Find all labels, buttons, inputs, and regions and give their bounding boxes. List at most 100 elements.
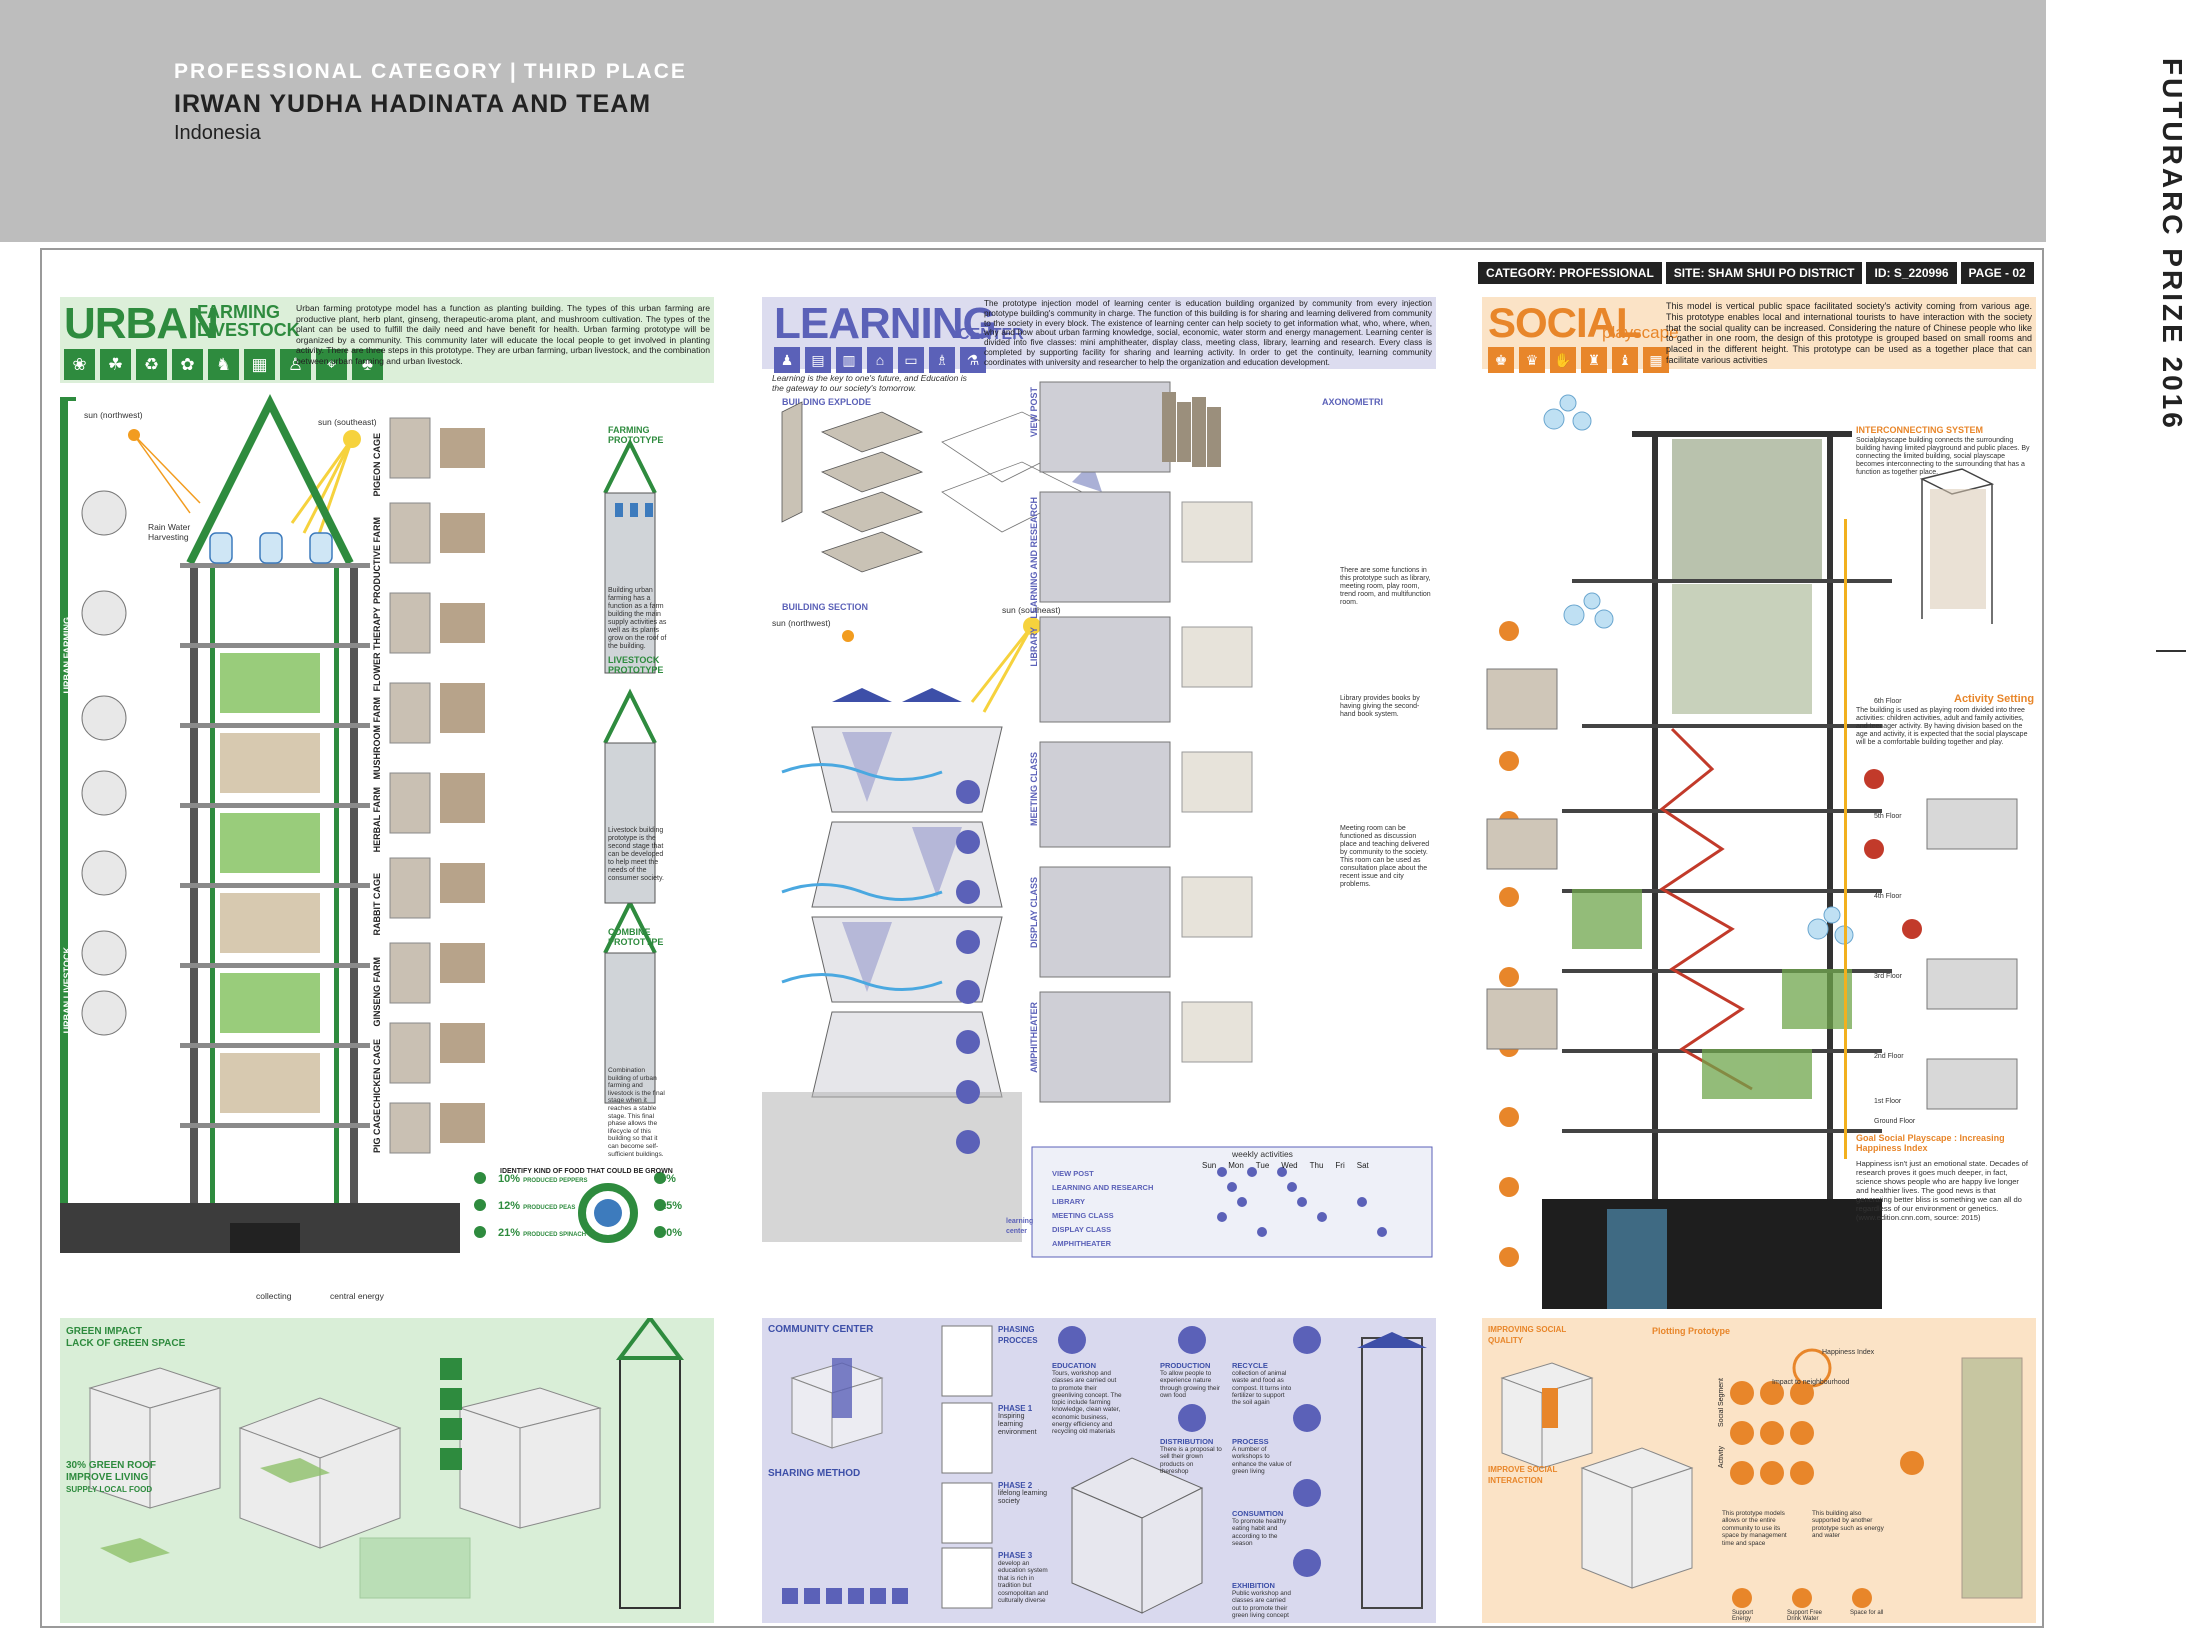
urban-sun-se: sun (southeast) — [318, 417, 377, 427]
social-title: SOCIAL — [1488, 299, 1642, 346]
support-water: Support Free Drink Water — [1787, 1610, 1823, 1622]
class-label-amphi: AMPHITHEATER — [1029, 1002, 1039, 1073]
activity-label: Activity — [1718, 1446, 1725, 1469]
class-label-display: DISPLAY CLASS — [1029, 877, 1039, 949]
edu-production: PRODUCTION — [1160, 1361, 1211, 1370]
kids-icon: ♛ — [1519, 347, 1545, 373]
urban-side-livestock: URBAN LIVESTOCK — [62, 947, 72, 1034]
award-category: PROFESSIONAL CATEGORY|THIRD PLACE — [174, 60, 687, 83]
sprout-icon: ✿ — [172, 349, 203, 380]
farm-label-pigeon: PIGEON CAGE — [372, 433, 382, 497]
teen-icon: ♝ — [1612, 347, 1638, 373]
farm-label-flower: FLOWER THERAPY — [372, 607, 382, 692]
activity-setting-label: Activity Setting — [1954, 693, 2035, 705]
farmer-icon: ♙ — [280, 349, 311, 380]
edu-distribution-text: There is a proposal to sell their grown … — [1160, 1446, 1222, 1475]
phase-2-text: lifelong learning society — [998, 1490, 1048, 1505]
plant-icon: ❀ — [64, 349, 95, 380]
community-center-title: COMMUNITY CENTER — [768, 1324, 874, 1335]
social-segment-label: Social Segment — [1718, 1378, 1725, 1428]
day-wed: Wed — [1281, 1161, 1298, 1170]
schedule-row: DISPLAY CLASS — [1052, 1225, 1112, 1234]
meta-category: CATEGORY: PROFESSIONAL — [1478, 262, 1662, 284]
plotting-prototype: Plotting Prototype — [1652, 1326, 1730, 1336]
edu-education-text: Tours, workshop and classes are carried … — [1052, 1370, 1122, 1436]
urban-collecting: collecting — [256, 1291, 292, 1301]
edu-consumtion: CONSUMTION — [1232, 1509, 1284, 1518]
community-drawing — [782, 1325, 1427, 1614]
urban-section-drawing — [60, 394, 666, 1253]
floor-4: 4th Floor — [1874, 893, 1902, 900]
phase-2: PHASE 2 — [998, 1481, 1033, 1490]
learning-panel: LEARNING CENTER ♟ ▤ ▥ ⌂ ▭ ♗ ⚗ The protot… — [762, 297, 1436, 1312]
day-sun: Sun — [1202, 1161, 1217, 1170]
book-icon: ▤ — [805, 347, 831, 373]
improve-living-label: IMPROVE LIVING — [66, 1472, 149, 1483]
edu-recycle-text: collection of animal waste and food as c… — [1232, 1370, 1292, 1407]
axonometri-label: AXONOMETRI — [1322, 397, 1384, 407]
sharing-method-title: SHARING METHOD — [768, 1468, 861, 1479]
country: Indonesia — [174, 122, 261, 144]
identify-food-label: IDENTIFY KIND OF FOOD THAT COULD BE GROW… — [500, 1168, 673, 1175]
learning-quote: Learning is the key to one's future, and… — [772, 373, 967, 393]
stat-spinach: 21% PRODUCED SPINACH — [498, 1227, 587, 1239]
livestock-prototype-label: LIVESTOCK PROTOTYPE — [608, 655, 664, 675]
social-subtitle: playscape — [1602, 323, 1679, 342]
social-bottom-drawing — [1500, 1348, 2023, 1608]
edu-distribution: DISTRIBUTION — [1160, 1437, 1214, 1446]
class-label-library: LIBRARY — [1029, 627, 1039, 667]
schedule-days: Sun Mon Tue Wed Thu Fri Sat — [1202, 1161, 1369, 1170]
floor-2: 2nd Floor — [1874, 1053, 1904, 1060]
day-fri: Fri — [1335, 1161, 1345, 1170]
lack-green-space: LACK OF GREEN SPACE — [66, 1338, 186, 1349]
livestock-prototype-text: Livestock building prototype is the seco… — [608, 827, 664, 882]
prototype-text-2: This building also supported by another … — [1812, 1510, 1884, 1540]
farming-prototype-label: FARMING PROTOTYPE — [608, 425, 664, 445]
urban-subtitle-farming: FARMING — [197, 302, 280, 322]
class-label-research: LEARNING AND RESEARCH — [1029, 497, 1039, 619]
schedule-row: LEARNING AND RESEARCH — [1052, 1183, 1154, 1192]
farming-prototype-text: Building urban farming has a function as… — [608, 587, 667, 650]
edu-education: EDUCATION — [1052, 1361, 1097, 1370]
schedule-rows: VIEW POST LEARNING AND RESEARCH LIBRARY … — [1052, 1167, 1153, 1251]
urban-panel: URBAN FARMING LIVESTOCK ❀ ☘ ♻ ✿ ♞ ▦ ♙ ⌖ … — [60, 297, 714, 1312]
urban-rain: Rain Water Harvesting — [148, 522, 191, 542]
family-icon: ♚ — [1488, 347, 1514, 373]
activity-setting-text: The building is used as playing room div… — [1856, 707, 2028, 746]
supply-food-label: SUPPLY LOCAL FOOD — [66, 1485, 153, 1494]
farm-label-productive: PRODUCTIVE FARM — [372, 517, 382, 605]
schedule-row: VIEW POST — [1052, 1169, 1094, 1178]
phase-3: PHASE 3 — [998, 1551, 1033, 1560]
phase-3-text: develop an education system that is rich… — [998, 1560, 1049, 1605]
social-intro: This model is vertical public space faci… — [1666, 301, 2032, 365]
edu-exhibition-text: Public workshop and classes are carried … — [1232, 1590, 1291, 1619]
recycle-icon: ♻ — [136, 349, 167, 380]
schedule-row: LIBRARY — [1052, 1197, 1086, 1206]
people-icon: ♟ — [774, 347, 800, 373]
interconnecting-text: Socialplayscape building connects the su… — [1856, 437, 2030, 476]
learning-intro: The prototype injection model of learnin… — [984, 299, 1432, 367]
green-impact-drawing — [88, 1318, 684, 1609]
urban-sun-nw: sun (northwest) — [84, 410, 143, 420]
social-icon-row: ♚ ♛ ✋ ♜ ♝ ▦ — [1488, 347, 1669, 373]
learning-title: LEARNING — [774, 299, 997, 348]
impact-neighbourhood: Impact to neighbourhood — [1772, 1379, 1850, 1386]
chart-icon: ▥ — [836, 347, 862, 373]
learning-drawings — [762, 381, 1433, 1258]
edu-recycle: RECYCLE — [1232, 1361, 1268, 1370]
header-band: PROFESSIONAL CATEGORY|THIRD PLACE IRWAN … — [0, 0, 2046, 242]
side-title: FUTURARC PRIZE 2016 — [2157, 58, 2188, 431]
learning-sun-nw: sun (northwest) — [772, 618, 831, 628]
pin-icon: ⌖ — [316, 349, 347, 380]
learning-sun-se: sun (southeast) — [1002, 605, 1061, 615]
farm-label-rabbit: RABBIT CAGE — [372, 873, 382, 936]
farm-label-mushroom: MUSHROOM FARM — [372, 697, 382, 780]
day-thu: Thu — [1309, 1161, 1324, 1170]
day-tue: Tue — [1255, 1161, 1270, 1170]
phase-1: PHASE 1 — [998, 1404, 1033, 1413]
leaf-icon: ☘ — [100, 349, 131, 380]
floor-ground: Ground Floor — [1874, 1118, 1916, 1125]
meta-site: SITE: SHAM SHUI PO DISTRICT — [1665, 262, 1863, 284]
green-impact-panel: GREEN IMPACT LACK OF GREEN SPACE 30% GRE… — [60, 1318, 714, 1623]
interconnecting-label: INTERCONNECTING SYSTEM — [1856, 425, 1984, 435]
